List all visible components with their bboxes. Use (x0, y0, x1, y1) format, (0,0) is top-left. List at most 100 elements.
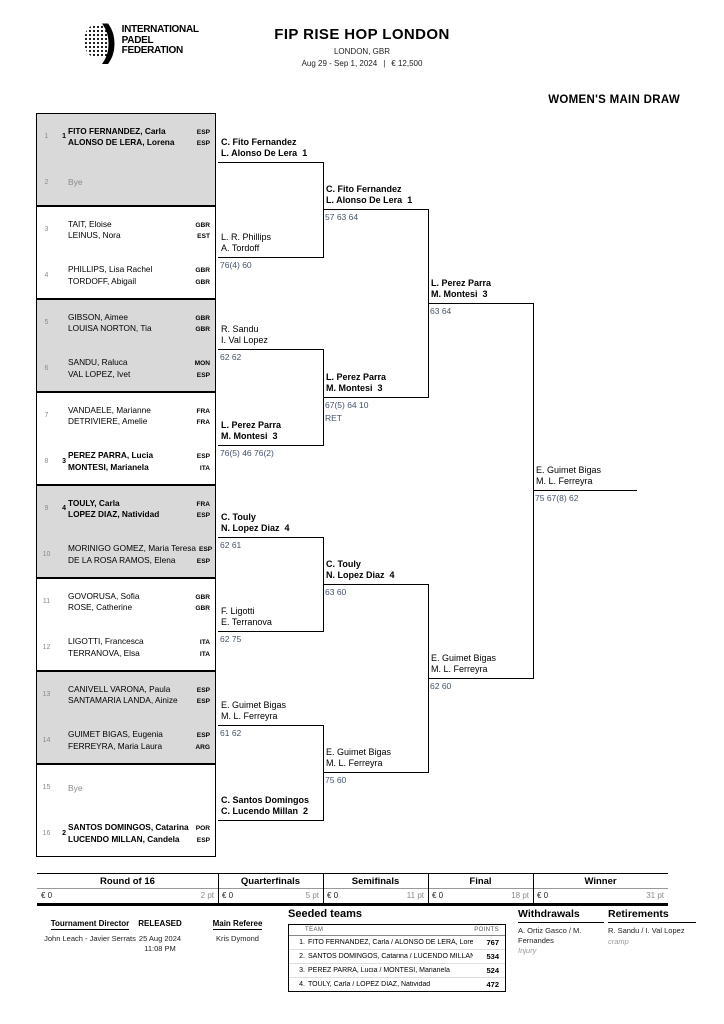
round-label: Final (469, 876, 492, 887)
winner-name: C. Fito Fernandez (326, 184, 402, 194)
winner-name: C. Santos Domingos (221, 795, 310, 805)
country-code: ITA (199, 650, 210, 658)
entry-position: 2 (44, 178, 49, 186)
player-name: LUCENDO MILLAN, Candela (68, 833, 180, 844)
padel-ball-icon (84, 25, 108, 57)
player-name: FITO FERNANDEZ, Carla (68, 125, 166, 136)
round-label: Winner (584, 876, 617, 887)
country-code: ESP (196, 453, 210, 461)
match-line (218, 820, 323, 821)
player-name: DETRIVIERE, Amelie (68, 416, 148, 427)
match-score: 67(5) 64 10 (325, 400, 369, 410)
match-winner-label: L. R. Phillips A. Tordoff (221, 232, 271, 254)
seeded-teams-table: TEAM POINTS 1. FITO FERNANDEZ, Carla / A… (288, 924, 506, 992)
match-line (323, 584, 428, 585)
player-name: TOULY, Carla (68, 497, 120, 508)
country-code: FRA (196, 419, 210, 427)
country-code: GBR (195, 267, 210, 275)
country-code: ESP (196, 128, 210, 136)
prize-value: € 0 (222, 891, 234, 900)
entry-position: 6 (44, 364, 49, 372)
match-line (218, 537, 323, 538)
logo-line: INTERNATIONAL (121, 24, 199, 36)
match-line (428, 303, 533, 304)
tournament-director-label: Tournament Director (50, 919, 130, 930)
entry-position: 9 (44, 505, 49, 513)
seed-rank: 1. (299, 939, 305, 946)
retirement-reason: cramp (608, 936, 629, 946)
country-code: ARG (195, 743, 210, 751)
country-code: ESP (196, 686, 210, 694)
winner-name: L. Alonso De Lera (221, 148, 298, 158)
winner-seed: 1 (407, 195, 413, 205)
winner-name: E. Terranova (221, 617, 272, 627)
player-name: LOPEZ DIAZ, Natividad (68, 509, 160, 520)
team-points: 767 (486, 938, 499, 947)
entry-seed: 2 (62, 829, 66, 837)
country-code: GBR (195, 221, 210, 229)
entry-position: 1 (44, 133, 49, 141)
winner-seed: 4 (284, 523, 290, 533)
match-line (218, 257, 323, 258)
team-name: FITO FERNANDEZ, Carla / ALONSO DE LERA, … (308, 939, 473, 946)
country-code: ITA (199, 464, 210, 472)
rounds-bar-divider (323, 874, 324, 903)
retirement-team: R. Sandu / I. Val Lopez (608, 926, 685, 935)
entry-position: 5 (44, 319, 49, 327)
match-line (428, 678, 533, 679)
seed-rank: 2. (299, 953, 305, 960)
match-score: 61 62 (220, 728, 242, 738)
released-time: 11:08 PM (144, 944, 176, 953)
country-code: ESP (196, 512, 210, 520)
winner-name: M. L. Ferreyra (431, 664, 488, 674)
winner-name: L. Alonso De Lera (326, 195, 403, 205)
entry-seed: 4 (62, 505, 66, 513)
withdrawal-team: A. Ortiz Gasco / M. Fernandes (518, 926, 582, 945)
player-name: CANIVELL VARONA, Paula (68, 683, 171, 694)
winner-seed: 3 (377, 383, 383, 393)
match-winner-label: E. Guimet Bigas M. L. Ferreyra (221, 700, 286, 722)
country-code: GBR (195, 593, 210, 601)
tournament-dates: Aug 29 - Sep 1, 2024 (301, 59, 378, 68)
match-score: 76(4) 60 (220, 260, 252, 270)
round-label: Round of 16 (100, 876, 155, 887)
seeded-team-row: 3. PEREZ PARRA, Lucia / MONTESI, Mariane… (289, 964, 505, 978)
released-date: 25 Aug 2024 (138, 934, 182, 943)
player-name: LIGOTTI, Francesca (68, 636, 144, 647)
winner-name: E. Guimet Bigas (221, 700, 287, 710)
player-name: MORINIGO GOMEZ, Maria Teresa (68, 543, 197, 554)
tournament-director-block: Tournament Director John Leach - Javier … (35, 913, 145, 943)
match-winner-label: F. Ligotti E. Terranova (221, 606, 272, 628)
winner-name: F. Ligotti (221, 606, 255, 616)
team-name: TOULY, Carla / LOPEZ DIAZ, Natividad (308, 981, 431, 988)
country-code: GBR (195, 605, 210, 613)
match-winner-label: C. Fito Fernandez L. Alonso De Lera 1 (326, 184, 412, 206)
draw-entry-row: 15 Bye (37, 765, 215, 811)
winner-seed: 4 (389, 570, 395, 580)
tournament-dates-prize: Aug 29 - Sep 1, 2024|€ 12,500 (212, 59, 512, 68)
main-referee-label: Main Referee (212, 919, 263, 930)
player-name: GIBSON, Aimee (68, 311, 128, 322)
bracket-connector (533, 303, 534, 679)
points-value: 5 pt (305, 891, 319, 900)
player-name: SANTOS DOMINGOS, Catarina (68, 822, 189, 833)
